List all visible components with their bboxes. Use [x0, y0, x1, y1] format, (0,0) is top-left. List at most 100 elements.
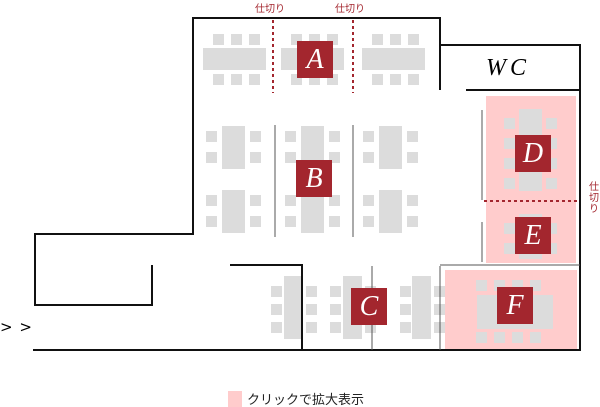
chair	[546, 118, 557, 129]
chair	[504, 178, 515, 189]
chair	[329, 216, 340, 227]
chair	[231, 34, 242, 45]
entrance-arrow: > >	[0, 318, 33, 336]
chair	[363, 152, 374, 163]
area-b-label: B	[296, 160, 332, 197]
area-f-label[interactable]: F	[497, 287, 533, 324]
chair	[408, 34, 419, 45]
partition-label: 仕切り	[335, 4, 365, 15]
chair	[285, 152, 296, 163]
table	[222, 126, 245, 169]
chair	[407, 216, 418, 227]
table	[301, 126, 324, 169]
chair	[330, 286, 341, 297]
chair	[400, 304, 411, 315]
chair	[309, 34, 320, 45]
chair	[390, 34, 401, 45]
chair	[327, 74, 338, 85]
chair	[476, 280, 487, 291]
chair	[390, 74, 401, 85]
chair	[329, 195, 340, 206]
chair	[530, 280, 541, 291]
area-a-label: A	[297, 41, 333, 78]
chair	[327, 34, 338, 45]
chair	[546, 158, 557, 169]
table	[222, 190, 245, 233]
area-e-label[interactable]: E	[515, 217, 551, 254]
chair	[504, 243, 515, 254]
table	[203, 48, 266, 70]
chair	[400, 322, 411, 333]
table	[379, 126, 402, 169]
chair	[249, 74, 260, 85]
chair	[400, 286, 411, 297]
chair	[363, 195, 374, 206]
partition-label: 仕切り	[589, 182, 599, 215]
chair	[206, 152, 217, 163]
chair	[372, 74, 383, 85]
chair	[250, 152, 261, 163]
chair	[213, 74, 224, 85]
chair	[271, 304, 282, 315]
chair	[250, 131, 261, 142]
table	[379, 190, 402, 233]
walls	[33, 17, 581, 351]
chair	[546, 223, 557, 234]
chair	[546, 178, 557, 189]
legend-swatch	[228, 390, 242, 407]
chair	[231, 74, 242, 85]
chair	[330, 322, 341, 333]
chair	[530, 332, 541, 343]
chair	[329, 152, 340, 163]
chair	[407, 195, 418, 206]
chair	[250, 216, 261, 227]
table	[301, 190, 324, 233]
chair	[206, 131, 217, 142]
area-d-label[interactable]: D	[515, 135, 551, 172]
chair	[372, 34, 383, 45]
chair	[546, 138, 557, 149]
chair	[213, 34, 224, 45]
legend: クリックで拡大表示	[228, 389, 364, 407]
chair	[330, 304, 341, 315]
chair	[504, 223, 515, 234]
chair	[271, 286, 282, 297]
dividers	[274, 110, 580, 350]
chair	[291, 34, 302, 45]
chair	[504, 158, 515, 169]
chair	[494, 332, 505, 343]
chair	[306, 286, 317, 297]
partitions	[272, 20, 580, 202]
chair	[504, 118, 515, 129]
chair	[306, 322, 317, 333]
chair	[512, 332, 523, 343]
chair	[249, 34, 260, 45]
chair	[285, 195, 296, 206]
chair	[363, 216, 374, 227]
legend-text: クリックで拡大表示	[247, 393, 365, 407]
wc-label: WC	[486, 55, 530, 81]
chair	[306, 304, 317, 315]
chair	[271, 322, 282, 333]
chair	[250, 195, 261, 206]
chair	[291, 74, 302, 85]
area-c-label: C	[351, 288, 387, 325]
chair	[285, 131, 296, 142]
table	[284, 276, 303, 339]
table	[412, 276, 431, 339]
chair	[546, 243, 557, 254]
chair	[365, 322, 376, 333]
chair	[408, 74, 419, 85]
chair	[476, 332, 487, 343]
chair	[494, 280, 505, 291]
chair	[363, 131, 374, 142]
chair	[407, 152, 418, 163]
chair	[206, 216, 217, 227]
chair	[504, 138, 515, 149]
partition-label: 仕切り	[255, 4, 285, 15]
chair	[309, 74, 320, 85]
chair	[512, 280, 523, 291]
chair	[206, 195, 217, 206]
chair	[329, 131, 340, 142]
